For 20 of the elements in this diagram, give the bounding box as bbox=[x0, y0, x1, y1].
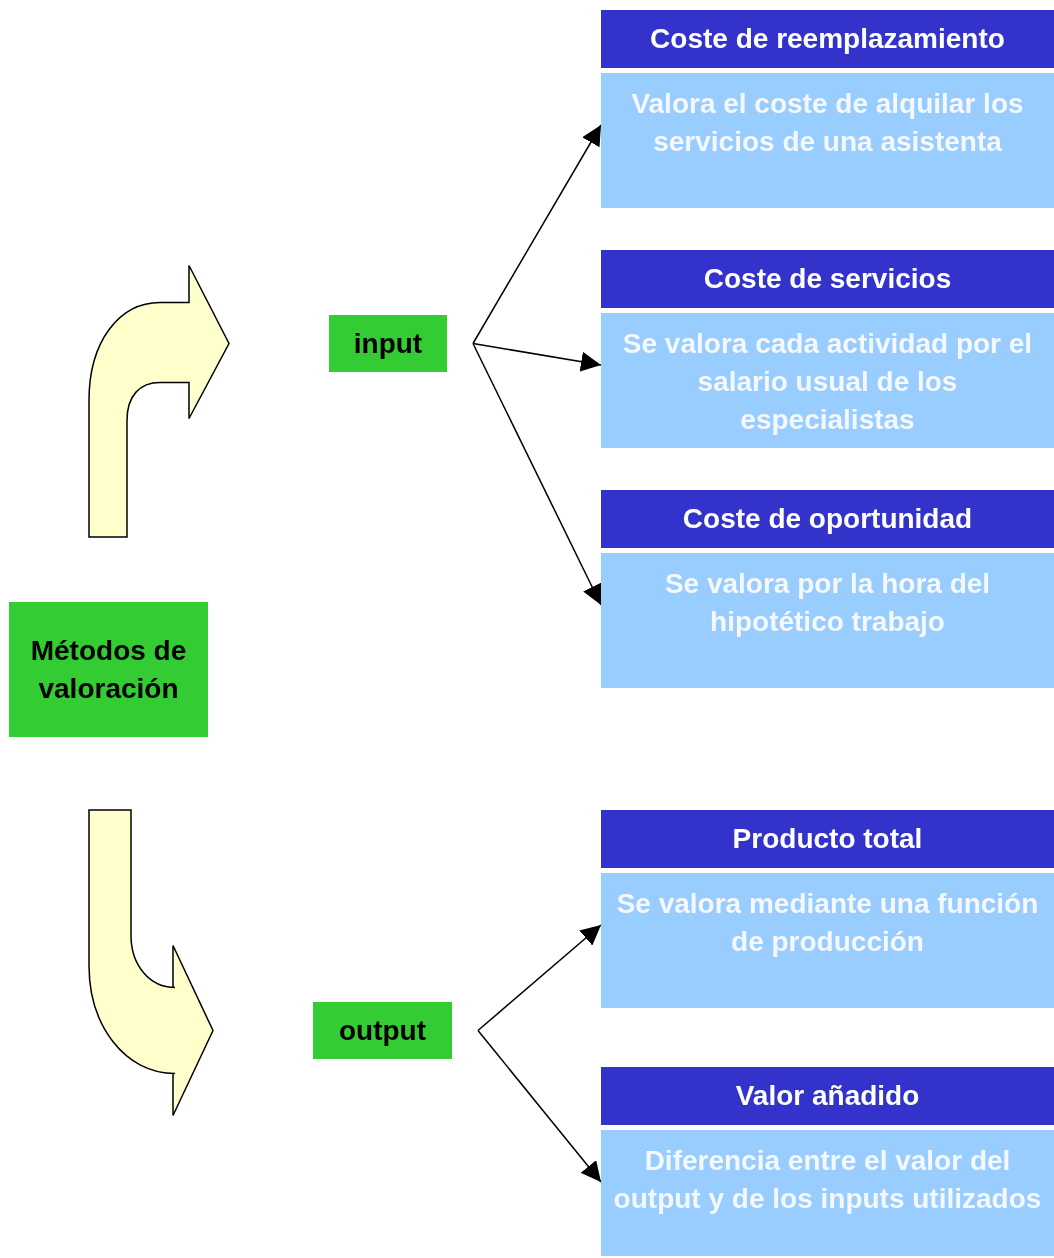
card-heading: Valor añadido bbox=[601, 1067, 1054, 1125]
card-description: Valora el coste de alquilar los servicios de una asistenta bbox=[601, 73, 1054, 208]
curved-block-arrow bbox=[88, 809, 214, 1117]
arrow bbox=[472, 124, 602, 345]
arrow bbox=[472, 342, 602, 606]
arrow bbox=[472, 342, 602, 372]
label-box: Métodos de valoración bbox=[9, 602, 208, 737]
arrow bbox=[477, 1029, 602, 1183]
label-box: input bbox=[329, 315, 447, 372]
label-box: output bbox=[313, 1002, 452, 1059]
card-description: Se valora cada actividad por el salario usual de los especialistas bbox=[601, 313, 1054, 448]
card-heading: Coste de reemplazamiento bbox=[601, 10, 1054, 68]
card-heading: Coste de servicios bbox=[601, 250, 1054, 308]
arrow bbox=[477, 924, 602, 1032]
card-heading: Coste de oportunidad bbox=[601, 490, 1054, 548]
card-description: Se valora por la hora del hipotético trabajo bbox=[601, 553, 1054, 688]
card-description: Se valora mediante una función de producción bbox=[601, 873, 1054, 1008]
card-heading: Producto total bbox=[601, 810, 1054, 868]
curved-block-arrow bbox=[88, 264, 230, 538]
card-description: Diferencia entre el valor del output y de los inputs utilizados bbox=[601, 1130, 1054, 1256]
